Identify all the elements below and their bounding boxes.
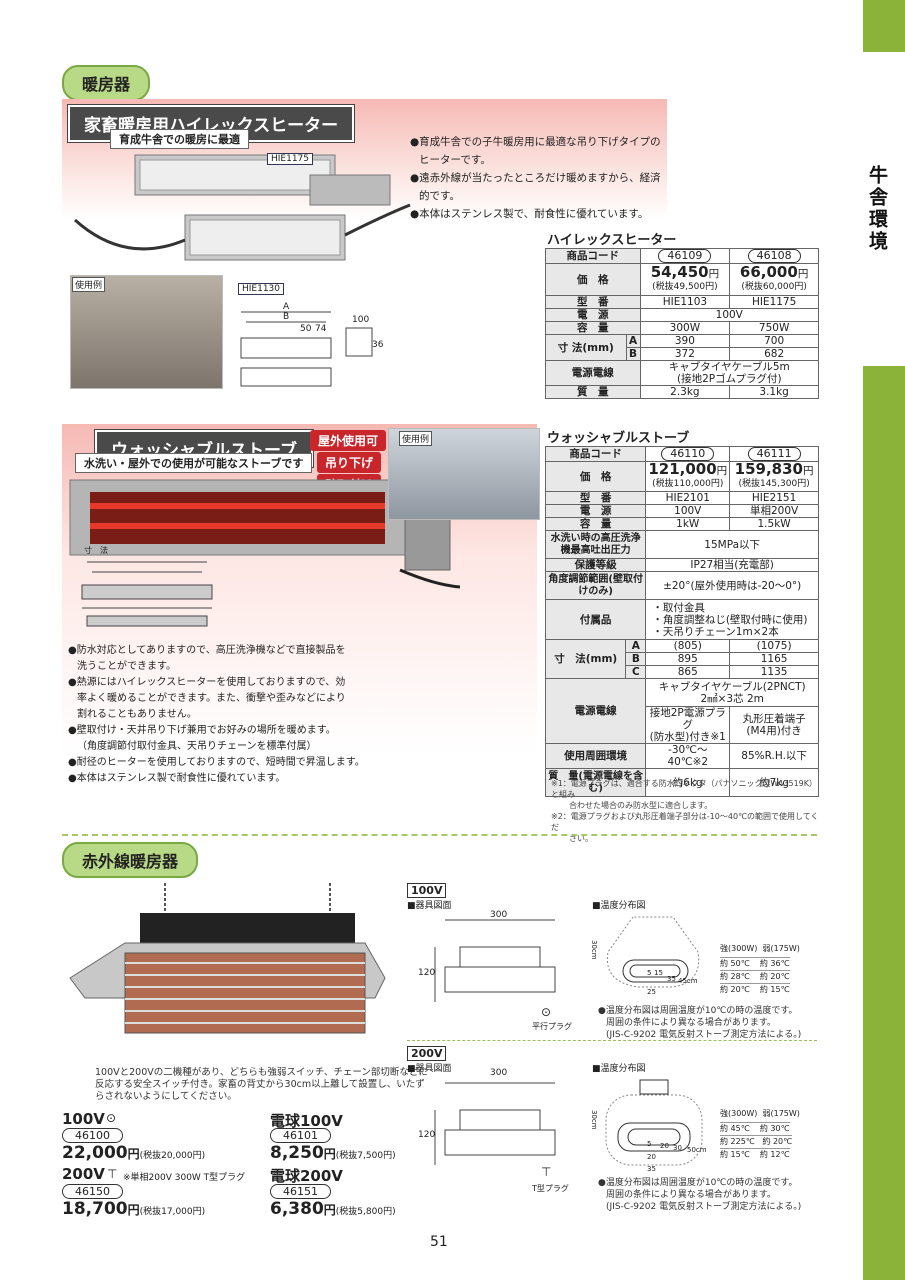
d200-legend-head: 強(300W) 弱(175W) xyxy=(720,1109,800,1118)
d100-legend-3: 約 20℃ 約 15℃ xyxy=(720,983,790,994)
category-label: 牛舎環境 xyxy=(866,165,888,253)
bulb-200v-name: 電球200V xyxy=(270,1167,343,1185)
d200-legend-2: 約 225℃ 約 20℃ xyxy=(720,1135,793,1146)
side-tab-bottom xyxy=(863,366,905,1280)
d200-mark-35: 35 xyxy=(647,1165,656,1173)
ir-200v-price: 18,700円(税抜17,000円) xyxy=(62,1199,206,1219)
d100-device-drawing xyxy=(434,919,556,1002)
d200-plug-label: T型プラグ xyxy=(532,1184,569,1193)
d200-height: 120 xyxy=(418,1130,436,1140)
wash-notes: ※1：電源プラグは、適合する防水コネクタ（パナソニック製WA3519K）と組み … xyxy=(551,779,819,843)
hilex-usage-photo xyxy=(70,275,223,389)
d200-temp-diagram xyxy=(605,1079,703,1166)
side-tab-top xyxy=(863,0,905,52)
hilex-model-tag-2: HIE1130 xyxy=(238,283,285,295)
wash-dimension-drawing xyxy=(81,561,213,627)
ir-200v-code: 46150 xyxy=(62,1184,123,1199)
d100-width: 300 xyxy=(490,910,508,920)
d100-plug-icon: ⊙ xyxy=(541,1005,552,1019)
d100-temp-diagram xyxy=(606,916,700,988)
d200-mark-20b: 20 xyxy=(647,1153,656,1161)
parallel-plug-icon: ⊙ xyxy=(106,1111,117,1125)
wash-product-image xyxy=(69,479,460,589)
tag-outdoor: 屋外使用可 xyxy=(310,430,387,451)
d100-mark-15: 15 xyxy=(654,969,663,977)
d100-temp-label: ■温度分布図 xyxy=(592,901,646,911)
ir-description: 100Vと200Vの二機種があり、どちらも強弱スイッチ、チェーン部切断などに 反… xyxy=(95,1067,428,1102)
d200-mark-5: 5 xyxy=(647,1140,652,1148)
d200-note: ●温度分布図は周囲温度が10℃の時の温度です。 周囲の条件により異なる場合があり… xyxy=(598,1178,802,1212)
page-number: 51 xyxy=(430,1234,448,1250)
bulb-200v-code: 46151 xyxy=(270,1184,331,1199)
hilex-dim-50: 50 xyxy=(300,324,312,334)
d200-width: 300 xyxy=(490,1068,508,1078)
hilex-table-title: ハイレックスヒーター xyxy=(547,233,677,248)
hilex-bullets: ●育成牛舎での子牛暖房用に最適な吊り下げタイプの ヒーターです。 ●遠赤外線が当… xyxy=(410,136,661,220)
d100-plug-label: 平行プラグ xyxy=(532,1022,572,1031)
d100-legend-1: 約 50℃ 約 36℃ xyxy=(720,957,790,968)
hilex-dim-100: 100 xyxy=(352,315,370,325)
d200-mark-20a: 20 xyxy=(660,1142,669,1150)
d200-plug-icon: ⊤ xyxy=(541,1165,552,1179)
d100-height: 120 xyxy=(418,968,436,978)
bulb-100v-name: 電球100V xyxy=(270,1112,343,1130)
hilex-dim-74: 74 xyxy=(315,324,327,334)
d100-legend-head: 強(300W) 弱(175W) xyxy=(720,944,800,953)
d200-legend-1: 約 45℃ 約 30℃ xyxy=(720,1122,790,1133)
hilex-dim-b: B xyxy=(283,312,290,322)
wash-photo-label: 使用例 xyxy=(399,431,433,446)
wash-subtitle: 水洗い・屋外での使用が可能なストーブです xyxy=(75,453,313,473)
d100-mark-35: 35 xyxy=(667,975,676,983)
hilex-photo-label: 使用例 xyxy=(72,277,106,292)
d200-temp-label: ■温度分布図 xyxy=(592,1064,646,1074)
ir-200v-name: 200V xyxy=(62,1165,105,1183)
t-plug-icon: ⊤ xyxy=(107,1167,118,1181)
bulb-100v-code: 46101 xyxy=(270,1128,331,1143)
d200-legend-3: 約 15℃ 約 12℃ xyxy=(720,1148,790,1159)
section-divider xyxy=(62,834,817,836)
d100-mark-45: 45cm xyxy=(678,977,698,985)
hilex-subtitle: 育成牛舎での暖房に最適 xyxy=(110,129,249,149)
d200-tag: 200V xyxy=(407,1046,447,1061)
section-pill-infrared: 赤外線暖房器 xyxy=(62,842,199,878)
hilex-dimension-drawing xyxy=(240,311,373,387)
d200-mark-30: 30 xyxy=(673,1144,682,1152)
ir-200v-note: ※単相200V 300W T型プラグ xyxy=(123,1173,246,1183)
diagram-divider xyxy=(407,1040,817,1041)
d200-fig-label: ■器具図面 xyxy=(407,1064,452,1074)
hilex-dim-a: A xyxy=(283,302,290,312)
ir-100v-code: 46100 xyxy=(62,1128,123,1143)
d100-fig-label: ■器具図面 xyxy=(407,901,452,911)
hilex-model-tag-1: HIE1175 xyxy=(267,153,314,165)
wash-bullets: ●防水対応としてありますので、高圧洗浄機などで直接製品を 洗うことができます。 … xyxy=(68,645,365,784)
hilex-product-image xyxy=(73,154,411,261)
section-pill-heater: 暖房器 xyxy=(62,65,151,101)
wash-dim-label: 寸 法 xyxy=(84,546,108,555)
d100-tag: 100V xyxy=(407,883,447,898)
d100-note: ●温度分布図は周囲温度が10℃の時の温度です。 周囲の条件により異なる場合があり… xyxy=(598,1006,802,1040)
hilex-dim-36: 36 xyxy=(372,340,384,350)
ir-100v-name: 100V xyxy=(62,1110,105,1128)
d100-mark-5: 5 xyxy=(647,969,652,977)
d100-mark-30cm: 30cm xyxy=(590,940,598,960)
d100-mark-25: 25 xyxy=(647,988,656,996)
d200-mark-50cm: 50cm xyxy=(687,1146,707,1154)
ir-100v-price: 22,000円(税抜20,000円) xyxy=(62,1143,206,1163)
bulb-200v-price: 6,380円(税抜5,800円) xyxy=(270,1199,396,1219)
wash-table-title: ウォッシャブルストーブ xyxy=(547,431,690,446)
d100-legend-2: 約 28℃ 約 20℃ xyxy=(720,970,790,981)
d200-device-drawing xyxy=(434,1082,556,1165)
bulb-100v-price: 8,250円(税抜7,500円) xyxy=(270,1143,396,1163)
tag-hanging: 吊り下げ xyxy=(317,452,382,473)
d200-mark-30cm: 30cm xyxy=(590,1110,598,1130)
ir-product-image xyxy=(69,883,386,1034)
